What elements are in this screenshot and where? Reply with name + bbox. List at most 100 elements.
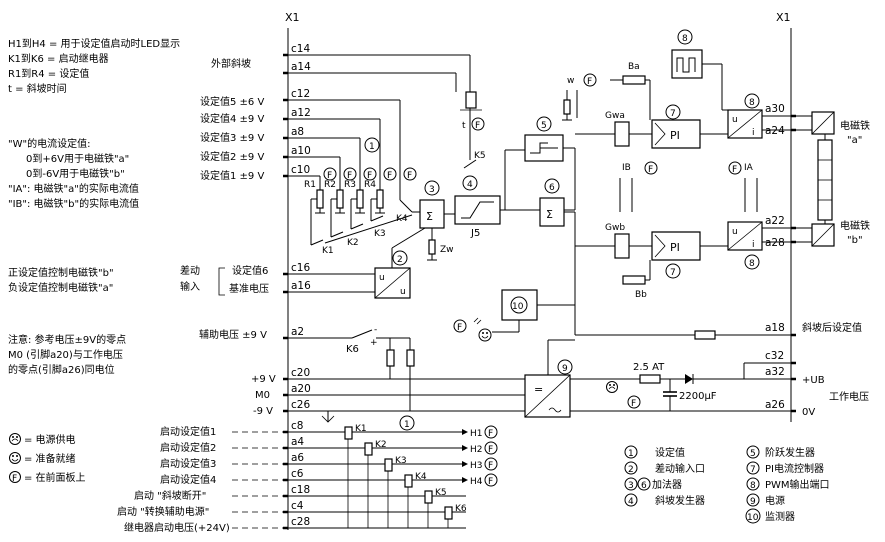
pin-c10: c10 (291, 164, 310, 176)
svg-text:u: u (400, 287, 406, 297)
pin-c12: c12 (291, 88, 310, 100)
svg-text:u: u (379, 273, 385, 283)
legend-supply: = 电源供电 (24, 433, 76, 446)
marker-5-icon (536, 116, 552, 132)
marker-9-icon (557, 359, 573, 375)
svg-text:2: 2 (628, 465, 634, 475)
svg-text:阶跃发生器: 阶跃发生器 (765, 446, 815, 459)
marker-8a-icon (744, 93, 760, 109)
note-line-1: 注意: 参考电压±9V的零点 (8, 333, 126, 346)
pin-c20: c20 (291, 367, 310, 379)
svg-text:H1: H1 (470, 429, 483, 439)
start-labels: 启动设定值1 启动设定值2 启动设定值3 启动设定值4 启动 "斜坡断开" 启动… (117, 425, 286, 534)
start-sp3: 启动设定值3 (160, 457, 216, 470)
svg-text:F: F (12, 474, 17, 484)
pin-a2: a2 (291, 326, 304, 338)
marker-1-icon (364, 137, 380, 153)
pin-c18: c18 (291, 484, 310, 496)
svg-text:Σ: Σ (426, 210, 433, 223)
svg-text:8: 8 (682, 34, 688, 44)
svg-text:K3: K3 (374, 229, 386, 239)
svg-text:Zw: Zw (440, 245, 454, 255)
left-pin-lines (283, 53, 525, 530)
svg-text:K4: K4 (396, 214, 408, 224)
svg-text:Ba: Ba (628, 62, 640, 72)
svg-text:2.5 AT: 2.5 AT (633, 362, 665, 373)
pin-a8: a8 (291, 126, 304, 138)
summer-6: 6 Σ (539, 178, 791, 340)
mag-b-label: 电磁铁 (840, 219, 870, 232)
pin-c28: c28 (291, 516, 310, 528)
pin-a16: a16 (291, 280, 311, 292)
summer-3: 3 Σ Zw (419, 180, 455, 261)
svg-text:K6: K6 (346, 344, 359, 355)
svg-text:7: 7 (670, 109, 676, 119)
ready-led-icon (478, 328, 492, 342)
svg-text:F: F (648, 165, 653, 175)
zero-v-label: 0V (802, 407, 815, 418)
left-pins: c14 a14 c12 a12 a8 a10 c10 c16 a16 a2 c2… (291, 43, 311, 528)
marker-1b-icon (399, 415, 415, 431)
svg-text:R1: R1 (304, 180, 316, 190)
svg-text:H4: H4 (470, 477, 483, 487)
svg-text:PI: PI (670, 241, 680, 254)
marker-7b-icon (665, 263, 681, 279)
pi-controller-a: 7 PI Gwa (575, 104, 728, 149)
legend-line-r: R1到R4 = 设定值 (8, 67, 89, 80)
svg-text:斜坡发生器: 斜坡发生器 (655, 494, 705, 507)
r3-resistor (356, 189, 364, 209)
svg-text:6: 6 (641, 481, 647, 491)
svg-text:1: 1 (628, 449, 634, 459)
w-test-points: w F (562, 73, 597, 121)
svg-text:2200μF: 2200μF (679, 391, 717, 402)
svg-text:"a": "a" (847, 135, 862, 146)
label-sp3: 设定值3 ±9 V (200, 131, 264, 144)
svg-text:F: F (407, 171, 412, 181)
svg-text:F: F (347, 171, 352, 181)
legend-line-k: K1到K6 = 启动继电器 (8, 52, 109, 65)
numbered-legend: 1 设定值 2 差动输入口 3 6 加法器 4 斜坡发生器 5 阶跃发生器 7 … (624, 445, 830, 524)
svg-text:10: 10 (747, 513, 759, 523)
label-diff-1: 差动 (180, 264, 200, 277)
r4-resistor (376, 189, 384, 209)
ramp-block (454, 195, 501, 225)
work-voltage-label: 工作电压 (829, 390, 869, 403)
pin-a32: a32 (765, 366, 785, 378)
svg-text:F: F (387, 171, 392, 181)
svg-text:1: 1 (404, 420, 410, 430)
svg-text:4: 4 (467, 180, 473, 190)
svg-text:Gwa: Gwa (605, 111, 625, 121)
pi-controller-b: PI Gwb 7 Bb (575, 223, 728, 300)
pi-b-block (651, 231, 701, 261)
pin-a18: a18 (765, 322, 785, 334)
marker-6-icon (544, 178, 560, 194)
svg-text:t: t (462, 121, 466, 131)
marker-7a-icon (665, 104, 681, 120)
svg-text:加法器: 加法器 (652, 478, 682, 491)
solenoid: 电磁铁 "a" 电磁铁 "b" (796, 111, 870, 247)
svg-text:F: F (631, 399, 636, 409)
svg-text:5: 5 (750, 449, 756, 459)
note-line-3: 的零点(引脚a26)同电位 (8, 363, 115, 376)
svg-text:-: - (374, 325, 377, 335)
svg-text:Bb: Bb (635, 290, 647, 300)
pin-a26: a26 (765, 399, 785, 411)
supply-symbol-icon (9, 433, 21, 445)
svg-text:Gwb: Gwb (605, 223, 625, 233)
setpoint-resistors: 1 F F F F F R1 R2 R3 R4 K (304, 137, 420, 256)
ramp-setpoint-label: 斜坡后设定值 (802, 321, 862, 334)
legend-line-t: t = 斜坡时间 (8, 82, 67, 95)
svg-text:F: F (488, 429, 493, 439)
current-notes: "W"的电流设定值: 0到+6V用于电磁铁"a" 0到-6V用于电磁铁"b" "… (8, 137, 139, 210)
svg-text:9: 9 (562, 364, 568, 374)
relay-bank: 1 K1 K2 K3 K4 K5 K6 H1 F H2 F H3 F H4 F (321, 411, 498, 528)
svg-text:F: F (327, 171, 332, 181)
supply-input: 2.5 AT 2200μF F +UB 0V 工作电压 (606, 362, 869, 418)
svg-text:2: 2 (397, 255, 403, 265)
ready-symbol-icon (9, 452, 21, 464)
note-w-title: "W"的电流设定值: (8, 137, 90, 150)
note-line-2: M0 (引脚a20)与工作电压 (8, 348, 123, 361)
pwm-output-a: 8 u i (727, 93, 791, 139)
fuse (639, 374, 661, 384)
